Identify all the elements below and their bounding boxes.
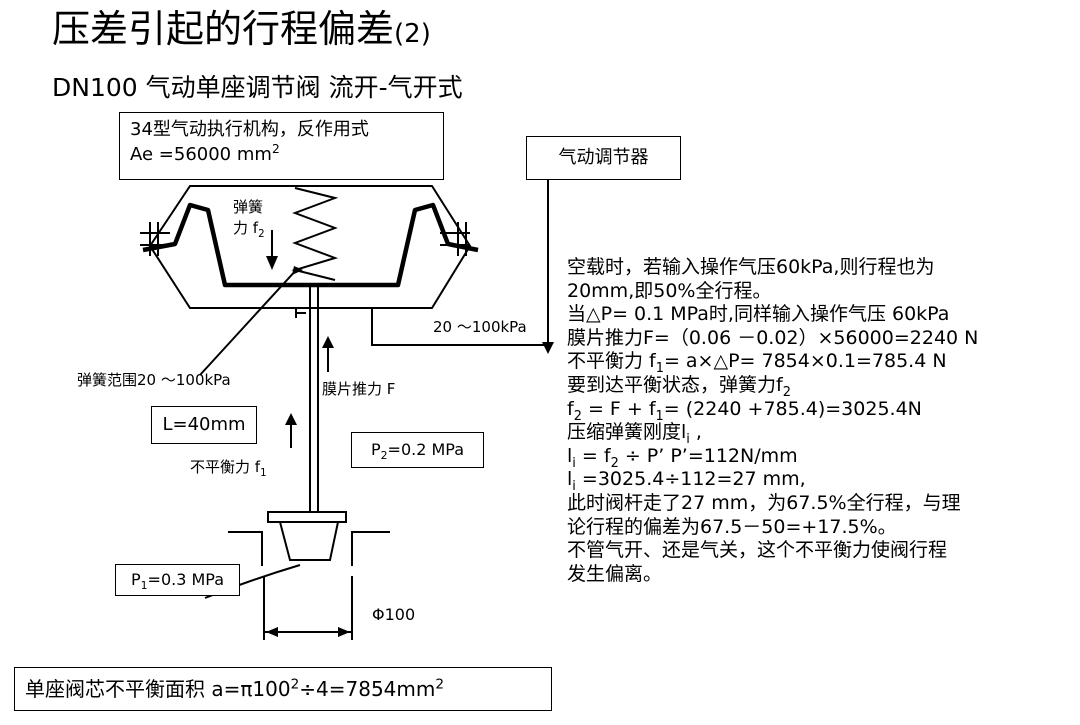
signal-arrow-head — [542, 342, 554, 354]
calc-line: 膜片推力F=（0.06 －0.02）×56000=2240 N — [567, 326, 979, 349]
spring-range-label: 弹簧范围20 ～100kPa — [77, 371, 231, 389]
spring-force-label-top: 弹簧 — [233, 198, 264, 216]
actuator-area: Ae =56000 mm2 — [130, 142, 280, 165]
p2-box: P2=0.2 MPa — [351, 432, 484, 468]
spring — [291, 187, 339, 281]
calc-line: 当△P= 0.1 MPa时,同样输入操作气压 60kPa — [567, 303, 950, 326]
calc-line: 要到达平衡状态，弹簧力f2 — [567, 373, 791, 400]
page-subtitle: DN100 气动单座调节阀 流开-气开式 — [52, 73, 463, 102]
p1-box: P1=0.3 MPa — [115, 564, 240, 596]
length-box: L=40mm — [151, 406, 257, 444]
calc-line: 压缩弹簧刚度li , — [567, 421, 702, 447]
calc-line: 20mm,即50%全行程。 — [567, 279, 772, 302]
calc-line: f2 = F + f1= (2240 +785.4)=3025.4N — [567, 397, 922, 424]
unbalance-area-box: 单座阀芯不平衡面积 a=π1002÷4=7854mm2 — [14, 667, 552, 711]
spring-force-label-bottom: 力 f2 — [233, 219, 265, 240]
actuator-box: 34型气动执行机构，反作用式 Ae =56000 mm2 — [119, 112, 444, 180]
calc-line: 不平衡力 f1= a×△P= 7854×0.1=785.4 N — [567, 350, 947, 377]
page-title: 压差引起的行程偏差(2) — [52, 7, 431, 51]
calc-line: 不管气开、还是气关，这个不平衡力使阀行程 — [567, 539, 948, 562]
valve-plug — [267, 511, 347, 561]
unbalance-force-label: 不平衡力 f1 — [190, 458, 267, 479]
calc-line: 论行程的偏差为67.5－50=+17.5%。 — [567, 515, 897, 538]
calc-line: 此时阀杆走了27 mm，为67.5%全行程，与理 — [567, 491, 961, 514]
diaphragm-force-label: 膜片推力 F — [322, 380, 396, 398]
signal-range-label: 20 ～100kPa — [433, 318, 527, 336]
calc-line: 发生偏离。 — [567, 562, 663, 585]
calc-line: li =3025.4÷112=27 mm, — [567, 468, 806, 495]
controller-box: 气动调节器 — [526, 136, 681, 180]
diaphragm — [142, 202, 479, 288]
actuator-type: 34型气动执行机构，反作用式 — [130, 119, 369, 140]
calc-line: li = f2 ÷ P’ P’=112N/mm — [567, 444, 798, 471]
calc-line: 空载时，若输入操作气压60kPa,则行程也为 — [567, 256, 935, 278]
calculation-text: 空载时，若输入操作气压60kPa,则行程也为 20mm,即50%全行程。 当△P… — [567, 256, 978, 586]
diameter-label: Φ100 — [372, 605, 416, 624]
